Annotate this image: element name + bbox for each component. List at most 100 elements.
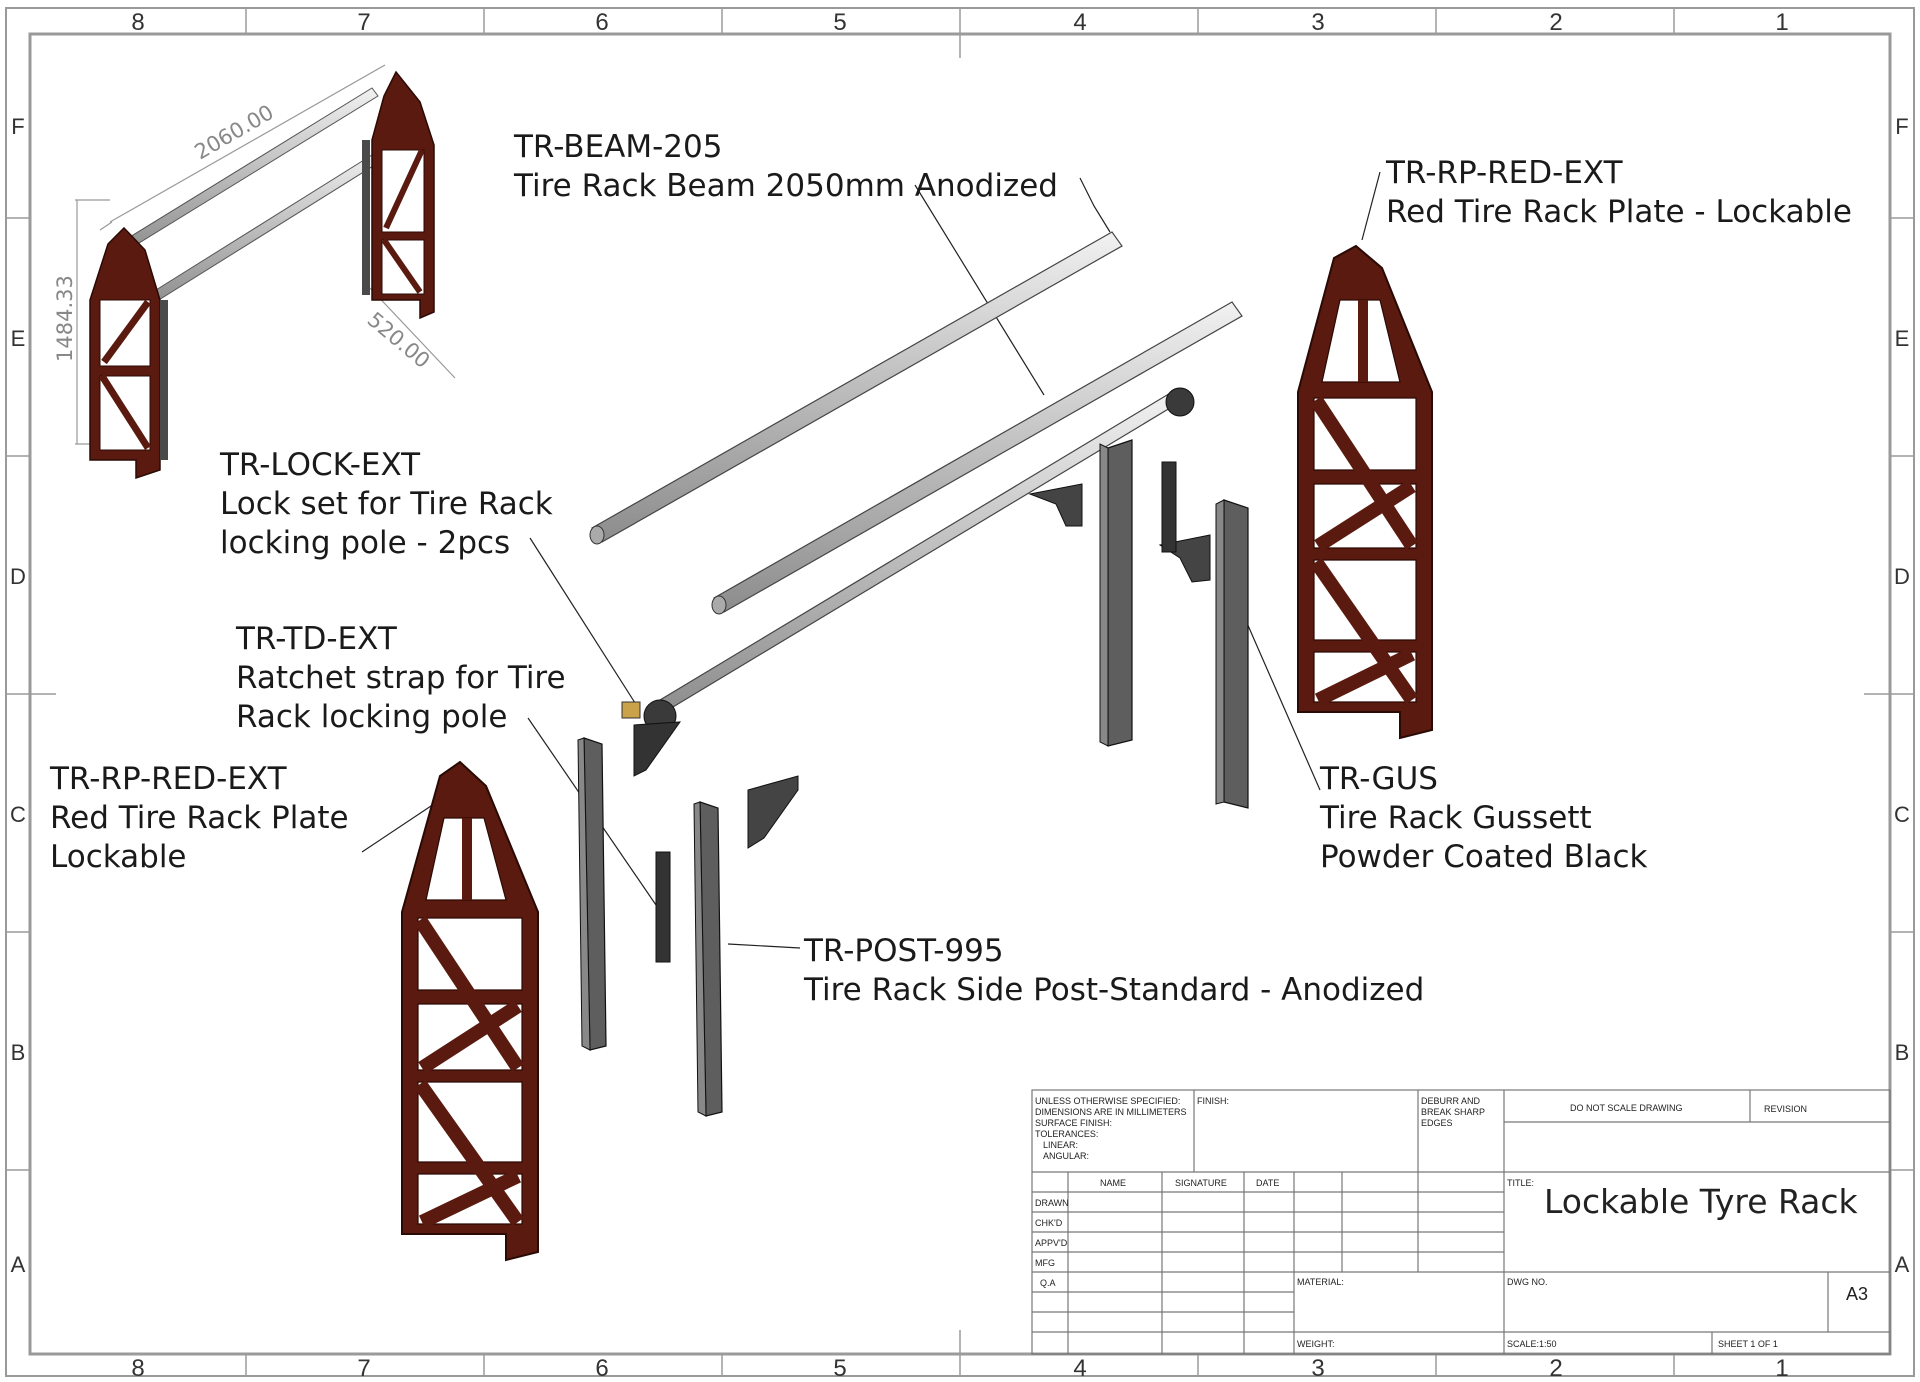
callout-strap-line1: Ratchet strap for Tire	[236, 660, 566, 696]
plate-right	[1297, 244, 1433, 740]
callout-gus-part: TR-GUS	[1320, 761, 1438, 797]
callout-lock-part: TR-LOCK-EXT	[220, 447, 421, 483]
callout-lock-line1: Lock set for Tire Rack	[220, 486, 553, 522]
callout-plate-left-part: TR-RP-RED-EXT	[50, 761, 287, 797]
row-labels-right: F E D C B A	[1894, 114, 1910, 1277]
leader-lines	[361, 171, 1381, 949]
title-block-lines	[1031, 1089, 1891, 1355]
tb-spec-4: TOLERANCES:	[1035, 1129, 1099, 1139]
callout-lock-line2: locking pole - 2pcs	[220, 525, 511, 561]
tb-header-date: DATE	[1256, 1178, 1280, 1188]
row-label-left: E	[11, 326, 26, 351]
tb-sheet: SHEET 1 OF 1	[1718, 1339, 1778, 1349]
column-label-bottom: 4	[1073, 1355, 1086, 1382]
tb-finish: FINISH:	[1197, 1096, 1230, 1106]
assembled-view: 2060.00 1484.33 520.00	[53, 64, 456, 480]
beam-top	[589, 231, 1123, 545]
row-labels-left: F E D C B A	[10, 114, 26, 1277]
plate-left	[401, 760, 539, 1262]
tb-title-label: TITLE:	[1507, 1178, 1535, 1188]
callout-gus-line1: Tire Rack Gussett	[1320, 800, 1592, 836]
tb-dwg-no: DWG NO.	[1507, 1277, 1548, 1287]
callout-gus: TR-GUS Tire Rack Gussett Powder Coated B…	[1320, 760, 1648, 877]
column-label-bottom: 7	[357, 1355, 370, 1382]
column-label-bottom: 5	[833, 1355, 846, 1382]
column-label-top: 8	[131, 9, 144, 36]
beam-middle	[711, 301, 1243, 615]
callout-plate-left: TR-RP-RED-EXT Red Tire Rack Plate Lockab…	[50, 760, 349, 877]
dimension-depth: 520.00	[363, 307, 435, 373]
tb-spec-2: DIMENSIONS ARE IN MILLIMETERS	[1035, 1107, 1187, 1117]
tb-spec-6: ANGULAR:	[1043, 1151, 1090, 1161]
column-label-top: 6	[595, 9, 608, 36]
row-label-right: B	[1895, 1040, 1910, 1065]
row-label-left: A	[11, 1252, 26, 1277]
column-label-bottom: 1	[1775, 1355, 1788, 1382]
tb-scale: SCALE:1:50	[1507, 1339, 1557, 1349]
callout-strap-line2: Rack locking pole	[236, 699, 508, 735]
tb-deburr: DEBURR AND BREAK SHARP EDGES	[1421, 1096, 1485, 1129]
tb-row-mfg: MFG	[1035, 1258, 1055, 1268]
row-label-left: D	[10, 564, 26, 589]
callout-beam-part: TR-BEAM-205	[514, 129, 723, 165]
callout-plate-right-desc: Red Tire Rack Plate - Lockable	[1386, 194, 1852, 230]
callout-plate-right: TR-RP-RED-EXT Red Tire Rack Plate - Lock…	[1386, 154, 1852, 232]
row-label-right: D	[1894, 564, 1910, 589]
tb-size: A3	[1846, 1284, 1869, 1304]
callout-gus-line2: Powder Coated Black	[1320, 839, 1648, 875]
callout-lock: TR-LOCK-EXT Lock set for Tire Rack locki…	[220, 446, 553, 563]
tb-revision: REVISION	[1764, 1104, 1808, 1114]
row-label-right: A	[1895, 1252, 1910, 1277]
callout-post-part: TR-POST-995	[804, 933, 1004, 969]
row-label-left: F	[11, 114, 24, 139]
tb-row-appvd: APPV'D	[1035, 1238, 1068, 1248]
tb-weight: WEIGHT:	[1297, 1339, 1335, 1349]
tb-spec-3: SURFACE FINISH:	[1035, 1118, 1113, 1128]
column-label-bottom: 2	[1549, 1355, 1562, 1382]
tb-deburr-1: DEBURR AND	[1421, 1096, 1481, 1106]
tb-material: MATERIAL:	[1297, 1277, 1344, 1287]
callout-beam-desc: Tire Rack Beam 2050mm Anodized	[514, 168, 1058, 204]
callout-post-desc: Tire Rack Side Post-Standard - Anodized	[804, 972, 1425, 1008]
tb-spec: UNLESS OTHERWISE SPECIFIED: DIMENSIONS A…	[1035, 1096, 1187, 1162]
tb-row-drawn: DRAWN	[1035, 1198, 1069, 1208]
callout-plate-left-line1: Red Tire Rack Plate	[50, 800, 349, 836]
tb-row-qa: Q.A	[1040, 1278, 1056, 1288]
tb-spec-5: LINEAR:	[1043, 1140, 1079, 1150]
tb-title: Lockable Tyre Rack	[1544, 1182, 1858, 1221]
dimension-height: 1484.33	[53, 275, 77, 362]
column-label-top: 3	[1311, 9, 1324, 36]
tb-header-name: NAME	[1100, 1178, 1127, 1188]
tb-spec-1: UNLESS OTHERWISE SPECIFIED:	[1035, 1096, 1181, 1106]
column-label-top: 7	[357, 9, 370, 36]
tb-row-chkd: CHK'D	[1035, 1218, 1063, 1228]
callout-plate-left-line2: Lockable	[50, 839, 187, 875]
row-label-right: E	[1895, 326, 1910, 351]
column-label-bottom: 6	[595, 1355, 608, 1382]
tb-deburr-3: EDGES	[1421, 1118, 1453, 1128]
callout-strap: TR-TD-EXT Ratchet strap for Tire Rack lo…	[236, 620, 566, 737]
tb-no-scale: DO NOT SCALE DRAWING	[1570, 1103, 1683, 1113]
callout-post: TR-POST-995 Tire Rack Side Post-Standard…	[804, 932, 1424, 1010]
column-label-bottom: 3	[1311, 1355, 1324, 1382]
post-left	[577, 737, 799, 1117]
column-label-bottom: 8	[131, 1355, 144, 1382]
post-right-back	[1028, 439, 1249, 809]
row-label-left: C	[10, 802, 26, 827]
column-label-top: 4	[1073, 9, 1086, 36]
tb-deburr-2: BREAK SHARP	[1421, 1107, 1486, 1117]
callout-plate-right-part: TR-RP-RED-EXT	[1386, 155, 1623, 191]
locking-pole	[621, 387, 1195, 777]
zone-ticks	[6, 8, 1914, 1376]
column-labels-bottom: 8 7 6 5 4 3 2 1	[131, 1355, 1788, 1382]
row-label-right: F	[1895, 114, 1908, 139]
callout-strap-part: TR-TD-EXT	[236, 621, 397, 657]
callout-beam: TR-BEAM-205 Tire Rack Beam 2050mm Anodiz…	[514, 128, 1058, 206]
row-label-left: B	[11, 1040, 26, 1065]
row-label-right: C	[1894, 802, 1910, 827]
column-label-top: 1	[1775, 9, 1788, 36]
column-label-top: 5	[833, 9, 846, 36]
tb-header-signature: SIGNATURE	[1175, 1178, 1227, 1188]
